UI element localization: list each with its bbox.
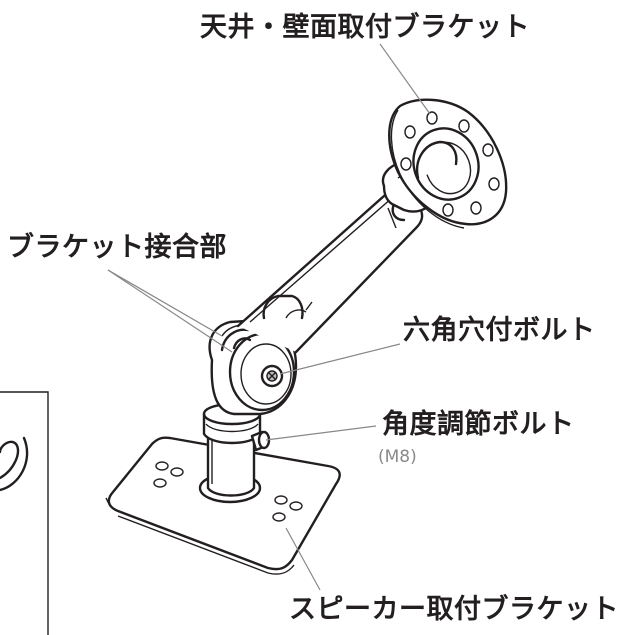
- ceiling-wall-flange: [388, 98, 508, 229]
- adjacent-figure-fragment: [0, 391, 49, 635]
- label-angle-adjust-bolt: 角度調節ボルト: [382, 409, 575, 440]
- label-hex-socket-bolt: 六角穴付ボルト: [403, 315, 596, 346]
- leader-lines: [107, 43, 431, 591]
- label-angle-adjust-bolt-size: (M8): [378, 447, 417, 467]
- flange-holes: [400, 111, 500, 217]
- arm-tube: [236, 190, 424, 354]
- angle-adjust-bolt: [250, 430, 271, 452]
- label-bracket-joint: ブラケット接合部: [7, 232, 227, 263]
- plate-holes: [153, 461, 303, 522]
- hex-socket-bolt: [260, 364, 284, 388]
- label-speaker-bracket: スピーカー取付ブラケット: [289, 594, 619, 625]
- label-ceiling-wall-bracket: 天井・壁面取付ブラケット: [200, 12, 530, 43]
- vertical-post: [202, 402, 262, 497]
